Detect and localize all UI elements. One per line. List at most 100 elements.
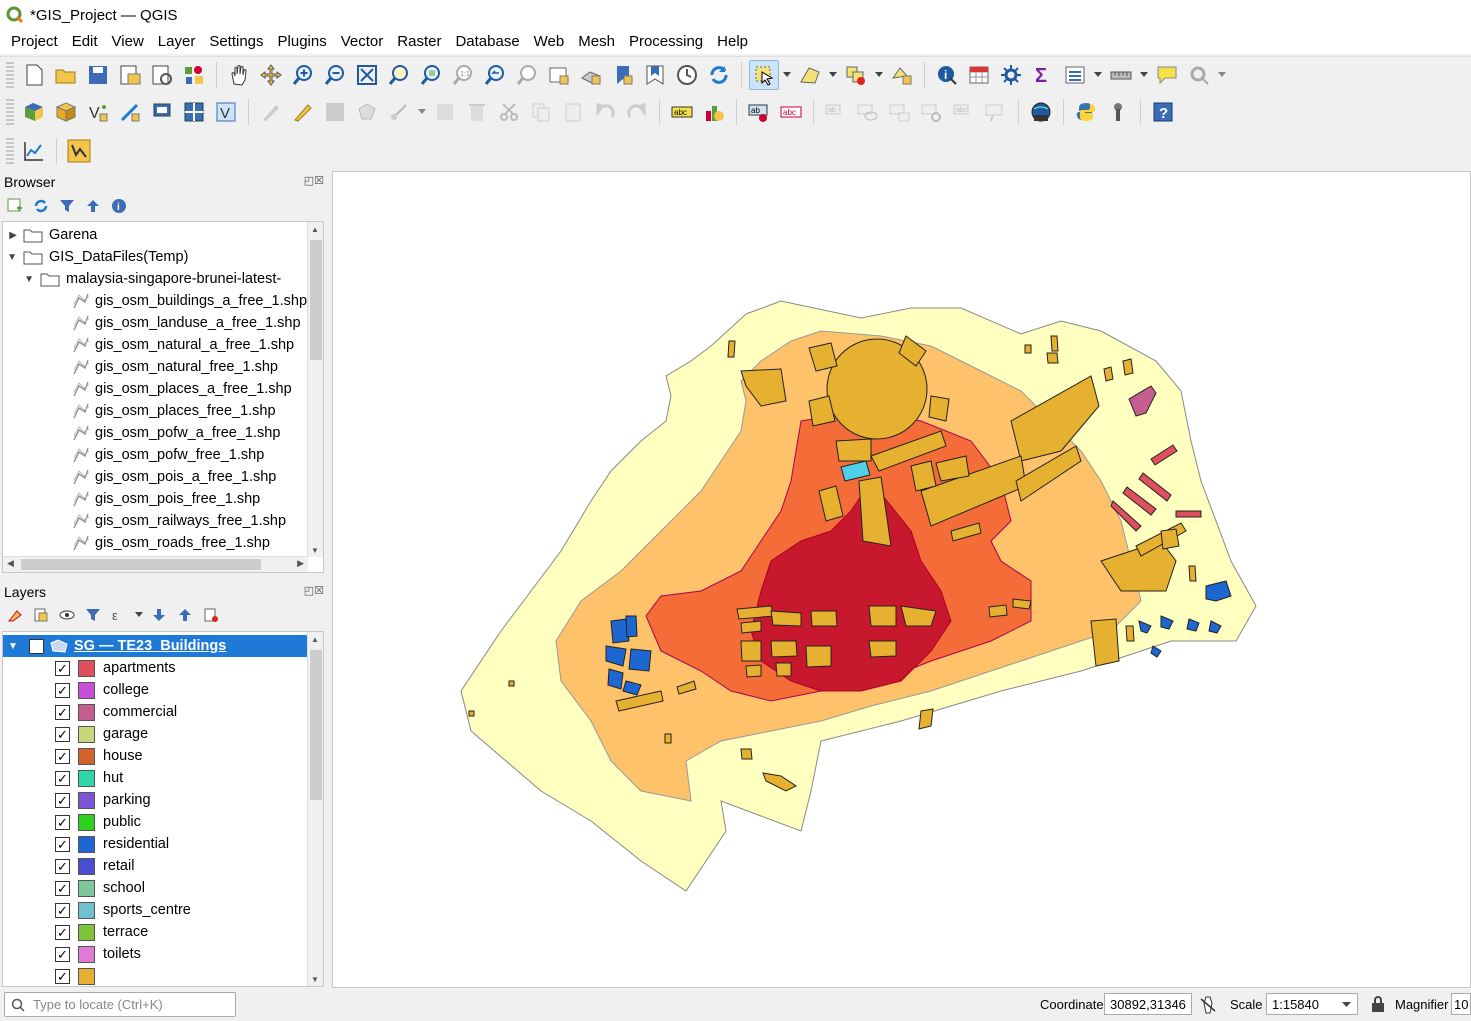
temporal-controller-icon[interactable] (672, 60, 702, 90)
save-edits-icon[interactable] (320, 97, 350, 127)
layers-scroll-thumb[interactable] (310, 650, 322, 800)
delete-selected-icon[interactable] (462, 97, 492, 127)
current-edits-icon[interactable] (256, 97, 286, 127)
refresh-icon[interactable] (30, 196, 52, 216)
pin-labels-icon[interactable]: ab (744, 97, 774, 127)
diagram-options-icon[interactable] (699, 97, 729, 127)
chevron-down-icon[interactable] (1138, 60, 1150, 90)
lock-scale-icon[interactable] (1370, 995, 1386, 1013)
refresh-icon[interactable] (704, 60, 734, 90)
map-canvas[interactable] (332, 171, 1471, 988)
zoom-full-icon[interactable] (352, 60, 382, 90)
layer-category-item[interactable]: ✓commercial (55, 701, 177, 723)
paste-features-icon[interactable] (558, 97, 588, 127)
category-visibility-checkbox[interactable]: ✓ (55, 726, 70, 742)
browser-horizontal-scrollbar[interactable]: ◀ ▶ (3, 556, 308, 572)
menu-database[interactable]: Database (455, 33, 520, 50)
category-visibility-checkbox[interactable]: ✓ (55, 858, 70, 874)
browser-item[interactable]: gis_osm_buildings_a_free_1.shp (3, 290, 307, 312)
identify-features-icon[interactable]: i (932, 60, 962, 90)
open-attribute-table-icon[interactable] (964, 60, 994, 90)
label-callout-icon[interactable] (981, 97, 1011, 127)
layer-category-item[interactable]: ✓terrace (55, 921, 148, 943)
browser-item[interactable]: gis_osm_pois_free_1.shp (3, 488, 260, 510)
map-rendering[interactable] (333, 172, 1471, 989)
expand-arrow-down-icon[interactable]: ▼ (7, 251, 17, 263)
layer-category-item[interactable]: ✓hut (55, 767, 123, 789)
new-temporary-layer-icon[interactable] (115, 97, 145, 127)
pan-map-icon[interactable] (224, 60, 254, 90)
menu-processing[interactable]: Processing (628, 33, 704, 50)
layer-category-item[interactable]: ✓sports_centre (55, 899, 191, 921)
menu-settings[interactable]: Settings (209, 33, 264, 50)
show-bookmarks-icon[interactable] (640, 60, 670, 90)
shape-digitizing-icon[interactable] (64, 136, 94, 166)
new-geopackage-icon[interactable] (51, 97, 81, 127)
zoom-to-selection-icon[interactable] (384, 60, 414, 90)
new-print-layout-icon[interactable] (115, 60, 145, 90)
filter-expression-icon[interactable]: ε (108, 605, 130, 625)
menu-edit[interactable]: Edit (71, 33, 98, 50)
redo-icon[interactable] (622, 97, 652, 127)
layer-category-item[interactable]: ✓house (55, 745, 143, 767)
add-group-icon[interactable] (30, 605, 52, 625)
browser-item[interactable]: gis_osm_railways_free_1.shp (3, 510, 286, 532)
layer-category-item[interactable]: ✓parking (55, 789, 151, 811)
quickmapservices-globe-icon[interactable] (1026, 97, 1056, 127)
layer-row-selected[interactable]: ▼ ✓ SG — TE23_Buildings (3, 635, 308, 657)
filter-icon[interactable] (56, 196, 78, 216)
layer-category-item[interactable]: ✓college (55, 679, 149, 701)
chevron-down-icon[interactable] (1216, 60, 1228, 90)
new-vector-tile-icon[interactable]: V (211, 97, 241, 127)
zoom-last-icon[interactable] (480, 60, 510, 90)
menu-web[interactable]: Web (533, 33, 565, 50)
change-label-properties-icon[interactable]: abc (949, 97, 979, 127)
menu-vector[interactable]: Vector (340, 33, 384, 50)
move-label-icon[interactable]: ab (821, 97, 851, 127)
open-project-icon[interactable] (51, 60, 81, 90)
layer-category-item[interactable]: ✓toilets (55, 943, 141, 965)
category-visibility-checkbox[interactable]: ✓ (55, 902, 70, 918)
panel-float-close-buttons[interactable]: ◰☒ (303, 175, 324, 187)
scroll-down-arrow[interactable]: ▼ (311, 546, 319, 555)
chevron-down-icon[interactable] (134, 605, 144, 625)
toolbar-grip[interactable] (6, 138, 14, 164)
browser-item[interactable]: ▼GIS_DataFiles(Temp) (3, 246, 188, 268)
browser-item[interactable]: gis_osm_pois_a_free_1.shp (3, 466, 276, 488)
change-label-icon[interactable] (917, 97, 947, 127)
python-console-icon[interactable] (1071, 97, 1101, 127)
magnifier-field[interactable]: 10 (1451, 993, 1471, 1015)
chevron-down-icon[interactable] (1092, 60, 1104, 90)
toggle-extents-mouse-icon[interactable] (1198, 995, 1218, 1015)
category-visibility-checkbox[interactable]: ✓ (55, 836, 70, 852)
collapse-all-icon[interactable] (82, 196, 104, 216)
select-by-value-icon[interactable] (795, 60, 825, 90)
layer-category-item[interactable]: ✓apartments (55, 657, 176, 679)
rotate-label-icon[interactable] (885, 97, 915, 127)
browser-item[interactable]: ▼malaysia-singapore-brunei-latest- (3, 268, 281, 290)
locator-search-input[interactable]: Type to locate (Ctrl+K) (4, 992, 236, 1017)
plugin-tool-icon[interactable] (1103, 97, 1133, 127)
show-hide-labels-icon[interactable] (853, 97, 883, 127)
browser-item[interactable]: gis_osm_landuse_a_free_1.shp (3, 312, 301, 334)
category-visibility-checkbox[interactable]: ✓ (55, 748, 70, 764)
browser-item[interactable]: ▶Garena (3, 224, 97, 246)
category-visibility-checkbox[interactable]: ✓ (55, 660, 70, 676)
new-project-icon[interactable] (19, 60, 49, 90)
statistics-sigma-icon[interactable]: Σ (1028, 60, 1058, 90)
new-map-view-icon[interactable] (544, 60, 574, 90)
category-visibility-checkbox[interactable]: ✓ (55, 704, 70, 720)
help-icon[interactable]: ? (1148, 97, 1178, 127)
layout-manager-icon[interactable] (147, 60, 177, 90)
zoom-out-icon[interactable] (320, 60, 350, 90)
map-tips-icon[interactable] (1152, 60, 1182, 90)
scroll-left-arrow[interactable]: ◀ (7, 558, 14, 568)
scroll-down-arrow[interactable]: ▼ (311, 975, 319, 984)
expand-arrow-right-icon[interactable]: ▶ (9, 229, 17, 241)
chevron-down-icon[interactable] (781, 60, 793, 90)
manage-visibility-eye-icon[interactable] (56, 605, 78, 625)
collapse-arrow-icon[interactable]: ▼ (8, 640, 18, 652)
category-visibility-checkbox[interactable]: ✓ (55, 968, 70, 984)
layer-category-item[interactable]: ✓residential (55, 833, 169, 855)
browser-scroll-thumb[interactable] (310, 240, 322, 360)
